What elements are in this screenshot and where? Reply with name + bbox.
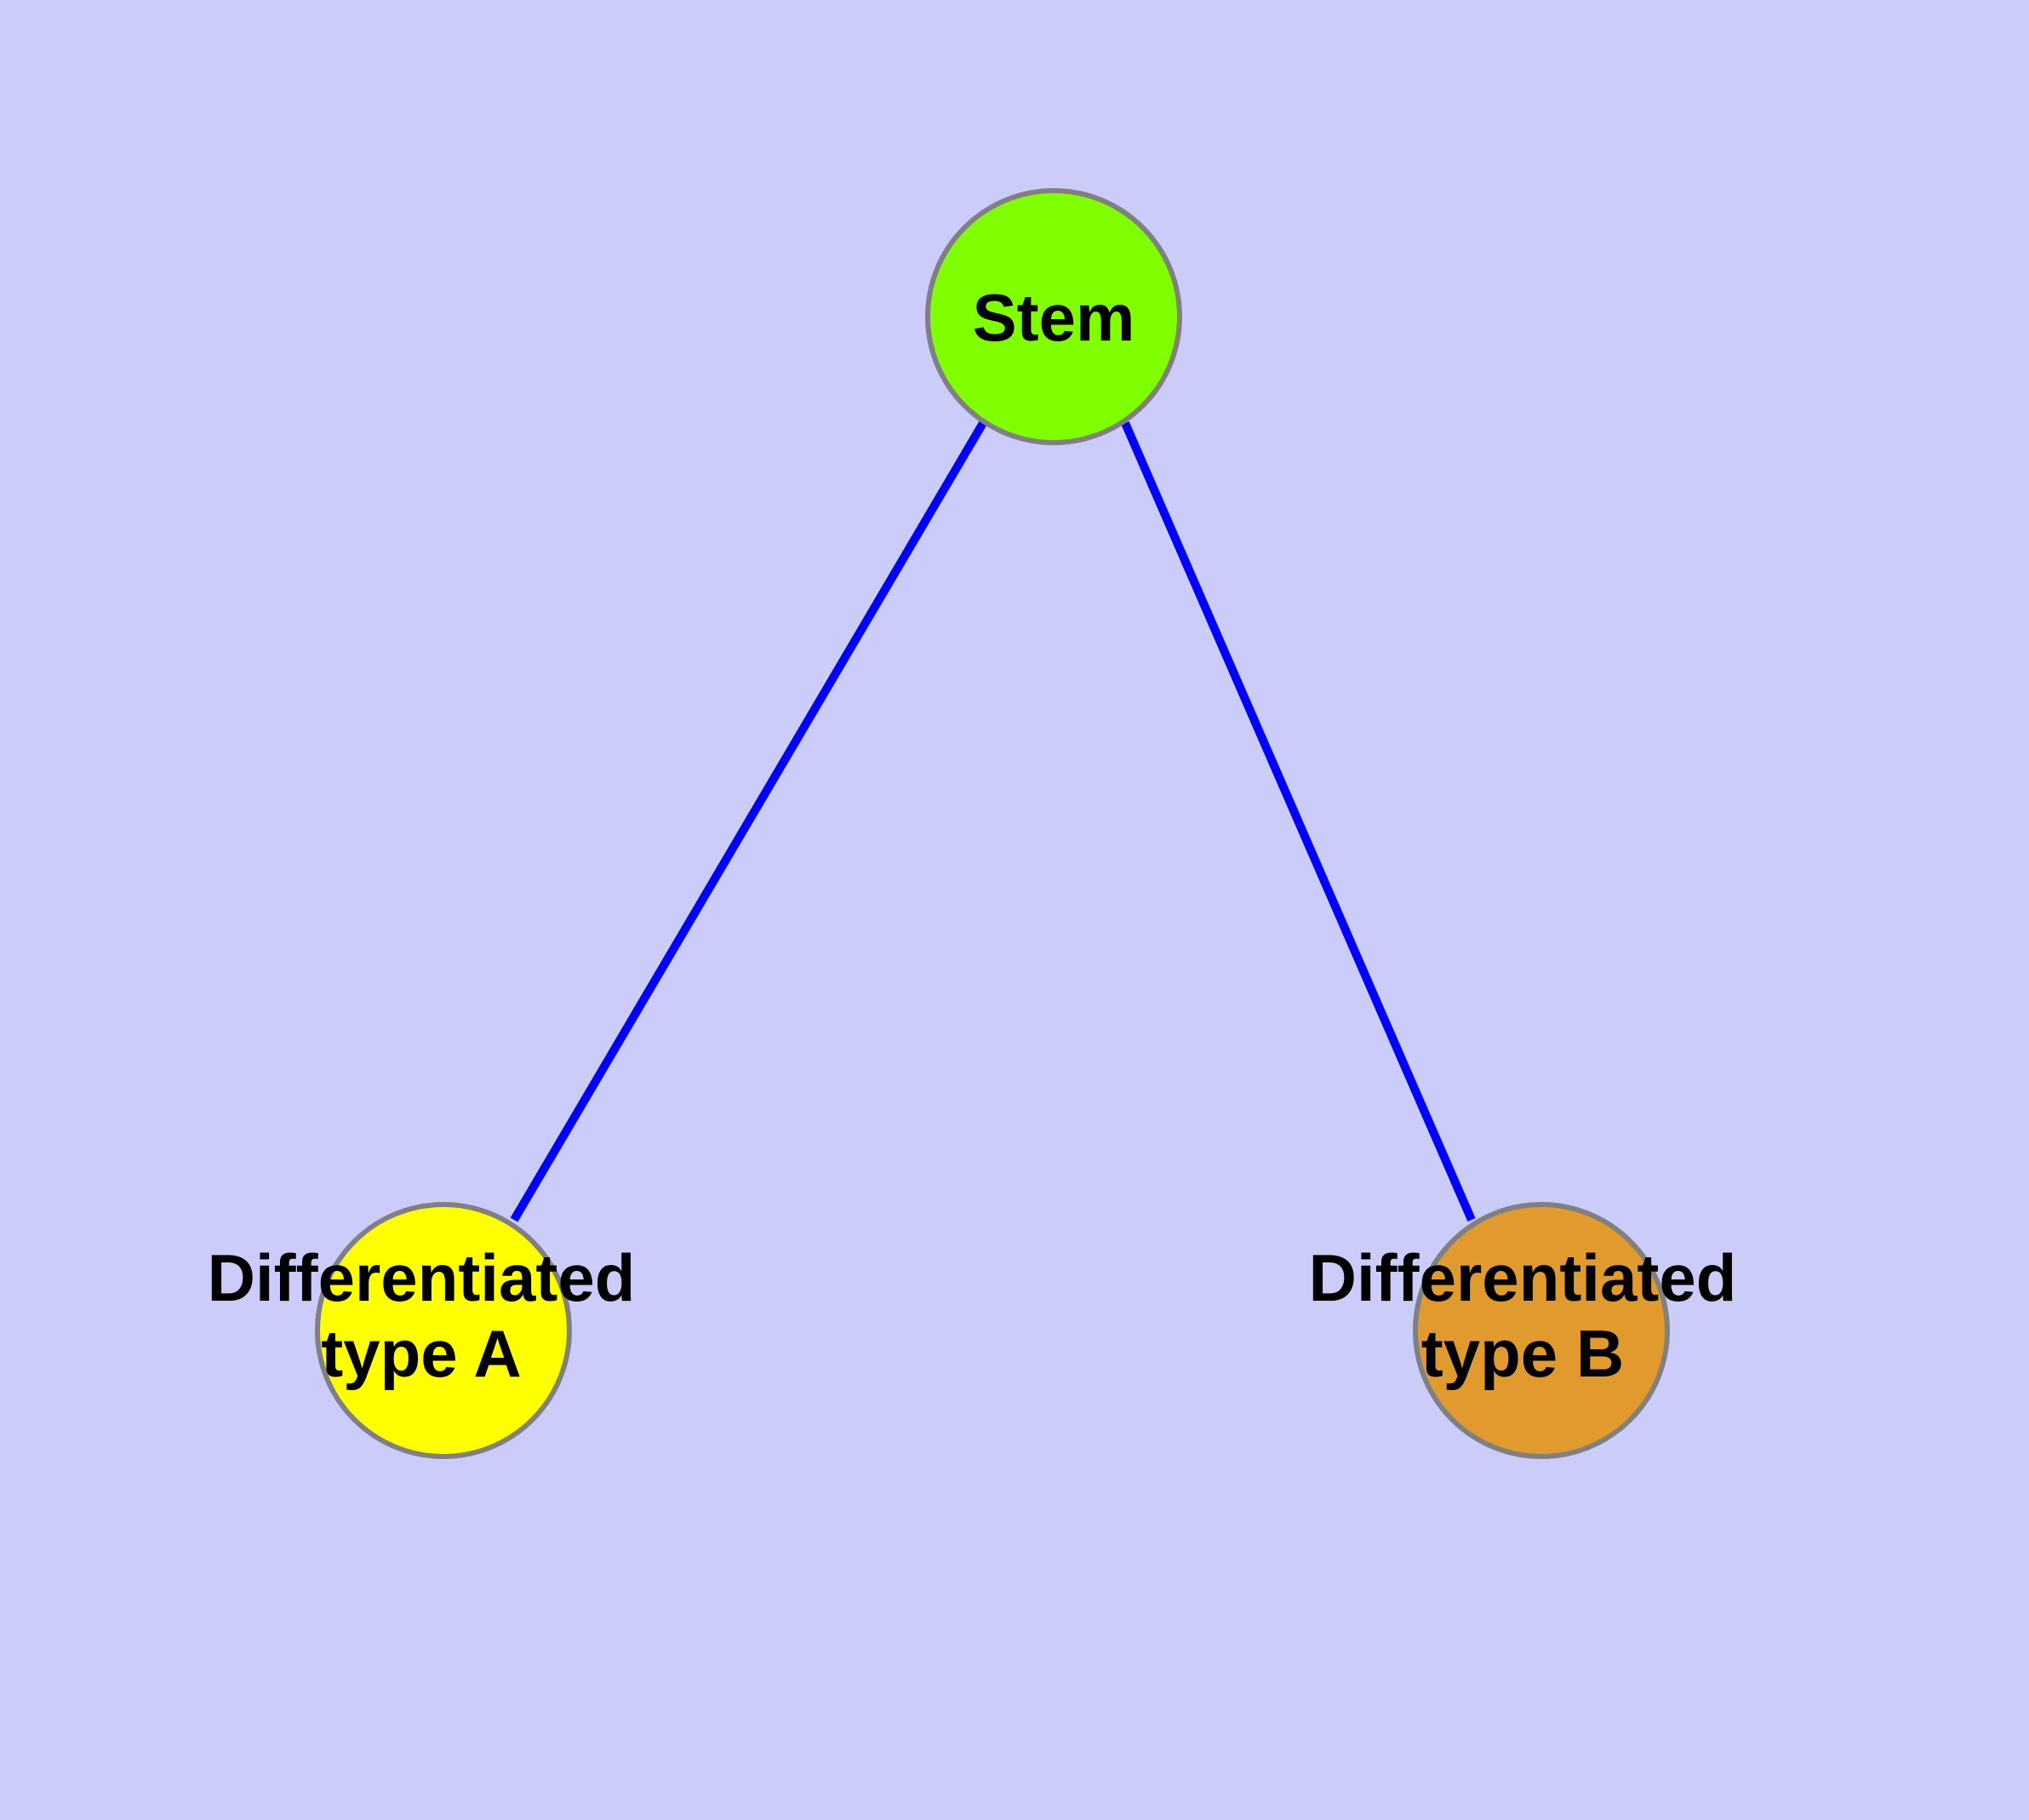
edge-stem-to-diff-a[interactable] [510,421,987,1222]
node-label-line: type B [1421,1316,1624,1391]
node-differentiated-type-b[interactable] [1413,1202,1670,1459]
node-differentiated-type-a[interactable] [315,1202,572,1459]
node-circle-diff-b[interactable] [1413,1202,1670,1459]
edge-stem-to-diff-b[interactable] [1121,421,1476,1222]
nodes-layer [315,188,1670,1459]
node-stem[interactable] [925,188,1182,445]
node-label-stem: Stem [973,280,1135,355]
node-label-line: Differentiated [208,1240,636,1315]
node-label-line: type A [321,1316,522,1391]
node-circle-stem[interactable] [925,188,1182,445]
node-label-line: Stem [973,280,1135,355]
edges-layer [510,421,1476,1222]
node-circle-diff-a[interactable] [315,1202,572,1459]
node-label-line: Differentiated [1309,1240,1737,1315]
